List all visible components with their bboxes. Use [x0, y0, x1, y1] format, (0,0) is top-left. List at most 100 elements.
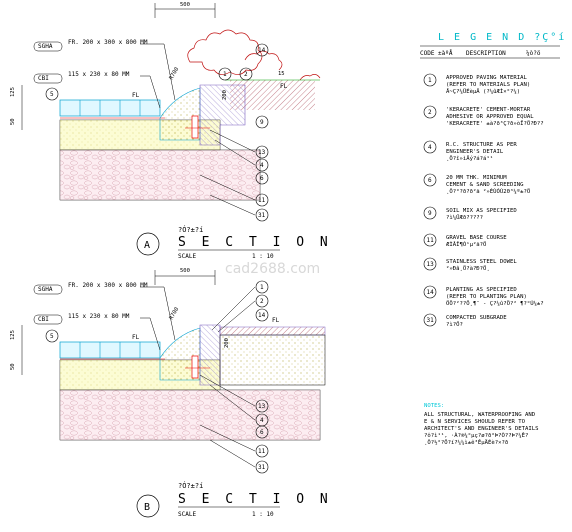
- legend-description-line: R.C. STRUCTURE AS PER: [446, 142, 517, 148]
- fl-label-a: FL: [132, 92, 140, 99]
- height-200-a: 200: [222, 90, 228, 100]
- callout-a-13: 13: [258, 149, 266, 156]
- planting-shrub-symbol: [187, 29, 321, 81]
- legend-header-code: CODE ±àºÅ: [420, 50, 453, 57]
- radius-label-b: R700: [169, 307, 181, 321]
- code-sgha-b: SGHA: [38, 286, 53, 293]
- callout-a-11: 11: [258, 197, 266, 204]
- legend-code-bubble: [423, 257, 437, 271]
- legend-description-line: ENGINEER'S DETAIL: [446, 149, 504, 155]
- left-dim-125-a: 125: [10, 87, 16, 97]
- legend-code-bubble: [423, 140, 437, 154]
- gravel-course-a-fill: [60, 150, 260, 200]
- legend-code: 2: [428, 109, 432, 116]
- notes-line: ALL STRUCTURAL, WATERPROOFING AND: [424, 412, 536, 418]
- legend-code-bubble: [423, 285, 437, 299]
- callout-bubble-b-5: [45, 329, 59, 343]
- fl-label-b-right: FL: [272, 317, 280, 324]
- legend-code: 1: [428, 77, 432, 84]
- section-a-drawing: 500 SGHA FR. 200 x 300 x 800 MM CBI 11: [10, 2, 332, 260]
- notes-line: E & N SERVICES SHOULD REFER TO: [424, 419, 526, 425]
- callout-a-9: 9: [260, 119, 264, 126]
- section-marker-a: [136, 232, 160, 256]
- legend-description-line: COMPACTED SUBGRADE: [446, 315, 507, 321]
- left-dim-50-a: 50: [10, 118, 16, 125]
- callout-b-5: 5: [50, 333, 54, 340]
- dim-15-a: 15: [278, 71, 285, 77]
- legend-description-line: 'KERACRETE' CEMENT-MORTAR: [446, 107, 531, 113]
- notes-title: NOTES:: [424, 403, 444, 409]
- legend-description-line: ADHESIVE OR APPROVED EQUAL: [446, 114, 534, 120]
- section-title-a: S E C T I O N: [178, 235, 332, 250]
- scale-value-a: 1 : 10: [252, 253, 274, 260]
- notes-line: ?ô?ì¹¹, ·À?®¼°µç?ø?ð°Þ?Ò??Þ?¼Ê?: [424, 431, 528, 439]
- legend-title: L E G E N D ?Ç°í: [438, 31, 566, 43]
- legend-code-bubble: [423, 313, 437, 327]
- legend-description-line: ¸Ö?î»ìÄý?á?á¹¹: [446, 155, 493, 162]
- legend-description-line: Å~Ç?¼ÜÉèµÄ (?¼ûÆÌ×°?¼): [446, 87, 520, 95]
- callout-a-1: 1: [223, 71, 227, 78]
- callout-a-31: 31: [258, 212, 266, 219]
- notes-panel: NOTES: ALL STRUCTURAL, WATERPROOFING AND…: [424, 403, 539, 446]
- legend-description-line: (REFER TO PLANTING PLAN): [446, 294, 527, 300]
- code-sgha-a: SGHA: [38, 43, 53, 50]
- legend-description-line: GRAVEL BASE COURSE: [446, 235, 507, 241]
- scale-label-a: SCALE: [178, 253, 196, 260]
- gravel-course-a: [59, 149, 261, 201]
- top-dimension-value: 500: [180, 2, 190, 8]
- gravel-course-b-fill: [60, 390, 320, 440]
- legend-code-bubble: [423, 105, 437, 119]
- left-dim-125-b: 125: [10, 330, 16, 340]
- callout-b-6: 6: [260, 429, 264, 436]
- legend-description-line: ²»Ðâ¸Ö?à?Ð?Ö¸: [446, 265, 490, 272]
- legend-code-bubble: [423, 173, 437, 187]
- legend-code-bubble: [423, 233, 437, 247]
- legend-description-line: APPROVED PAVING MATERIAL: [446, 75, 527, 81]
- callout-b-4: 4: [260, 417, 264, 424]
- callouts-right-b: 1 2 14 13 4 6 11 31: [140, 280, 269, 474]
- right-slab-b: [219, 334, 326, 386]
- legend-description-line: ?ì¼ÜÆð?????: [446, 214, 483, 221]
- gravel-course-b: [59, 389, 321, 441]
- legend-code: 4: [428, 144, 432, 151]
- planter-wall-b: [199, 324, 221, 386]
- section-title-cn-a: ?Ó?±?í: [178, 225, 203, 234]
- steel-dowel-b: [191, 355, 199, 379]
- legend-code-bubble: [423, 206, 437, 220]
- code-cbi-b: CBI: [38, 316, 49, 323]
- section-letter-a: A: [144, 240, 150, 251]
- legend-description-line: (REFER TO MATERIALS PLAN): [446, 82, 530, 88]
- section-title-b: S E C T I O N: [178, 492, 332, 507]
- callout-a-4: 4: [260, 162, 264, 169]
- callout-b-1: 1: [260, 284, 264, 291]
- callout-a-5: 5: [50, 91, 54, 98]
- paving-spec-b: FR. 200 x 300 x 800 MM: [68, 282, 148, 289]
- section-title-cn-b: ?Ó?±?í: [178, 481, 203, 490]
- legend-items: 1 APPROVED PAVING MATERIAL(REFER TO MATER…: [423, 73, 544, 328]
- code-tag-frame: [33, 41, 63, 52]
- top-dimension-value: 500: [180, 268, 190, 274]
- legend-description-line: STAINLESS STEEL DOWEL: [446, 259, 517, 265]
- section-marker-b: [136, 494, 160, 518]
- legend-header-description: DESCRIPTION: [466, 50, 506, 57]
- radius-label-a: R700: [169, 67, 181, 81]
- legend-code: 6: [428, 177, 432, 184]
- soil-mix-a: [230, 80, 315, 110]
- notes-line: ARCHITECT'S AND ENGINEER'S DETAILS: [424, 426, 539, 432]
- fl-label-b: FL: [132, 334, 140, 341]
- legend-description-line: ¸Ô?°?ð?ð²ã ²»ÉÙÓÚ20³¼º±?Ö: [446, 187, 531, 195]
- code-tag-frame: [33, 284, 63, 295]
- top-slab-b: [219, 326, 326, 336]
- callout-b-31: 31: [258, 464, 266, 471]
- paving-blocks-a: [59, 99, 161, 117]
- callouts-right-a: 14 1 2 9 13 4 6 11 31: [140, 43, 269, 222]
- legend-code: 9: [428, 210, 432, 217]
- callout-a-6: 6: [260, 175, 264, 182]
- legend-code: 31: [427, 317, 435, 324]
- fl-label-a-right: FL: [280, 83, 288, 90]
- callout-b-2: 2: [260, 298, 264, 305]
- section-letter-b: B: [144, 502, 150, 513]
- code-cbi-a: CBI: [38, 75, 49, 82]
- notes-line: ¸Ô?½°?Ö?í?¼¼ì±ê³ÊµÄÉè?×?ð: [424, 438, 508, 446]
